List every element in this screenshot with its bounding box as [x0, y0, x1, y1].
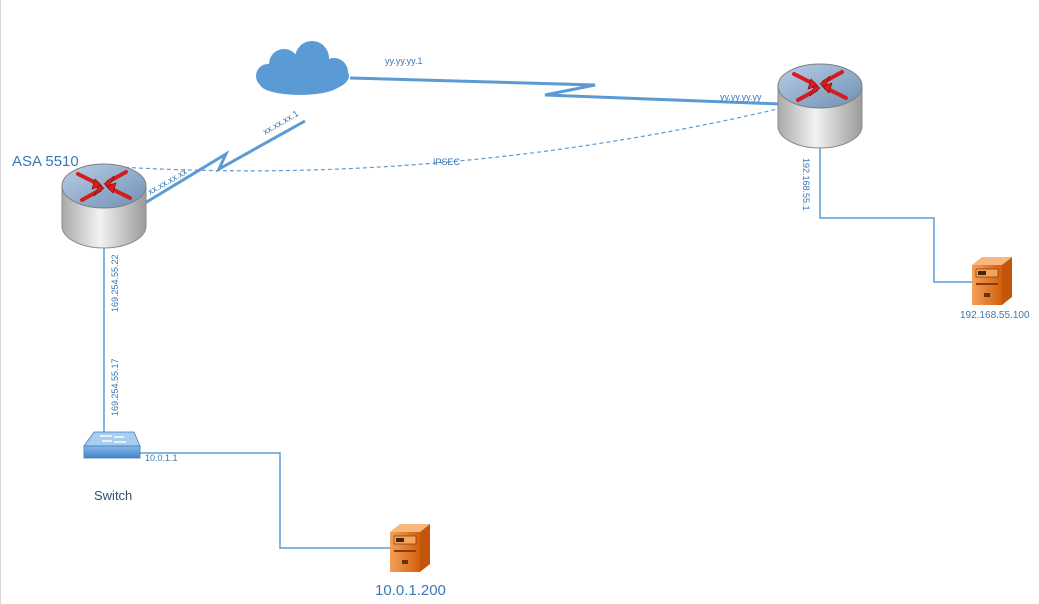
- remote-inside-label: 192.168.55.1: [801, 158, 811, 211]
- local-server-icon[interactable]: [389, 523, 431, 573]
- switch-icon[interactable]: [83, 431, 141, 459]
- remote-server-icon[interactable]: [971, 256, 1013, 306]
- links: [89, 76, 972, 549]
- server-remote-name: 192.168.55.100: [960, 310, 1030, 321]
- asa-inside-label: 169.254.55.22: [110, 254, 120, 312]
- server-local-name: 10.0.1.200: [375, 582, 446, 599]
- switch-vlan-label: 10.0.1.1: [145, 453, 178, 463]
- link-router-server: [819, 145, 972, 283]
- cloud-icon: [256, 41, 349, 95]
- switch-name: Switch: [94, 488, 132, 503]
- asa-name: ASA 5510: [12, 153, 79, 170]
- remote-router-icon[interactable]: [776, 62, 864, 150]
- remote-outside-label: yy.yy.yy.yy: [720, 92, 762, 102]
- wan-link-remote: [349, 76, 781, 106]
- tunnel-label: IPSEC: [433, 157, 461, 167]
- labels: ASA 5510 Switch 192.168.55.100 10.0.1.20…: [12, 56, 1030, 599]
- asa-router-icon[interactable]: [60, 162, 148, 250]
- switch-uplink-label: 169.254.55.17: [110, 358, 120, 416]
- wan-link-asa: [144, 119, 306, 205]
- ipsec-tunnel: [89, 107, 783, 172]
- remote-gateway-label: yy.yy.yy.1: [385, 56, 423, 66]
- isp-gateway-label: xx.xx.xx.1: [261, 108, 300, 136]
- link-switch-server: [140, 452, 390, 549]
